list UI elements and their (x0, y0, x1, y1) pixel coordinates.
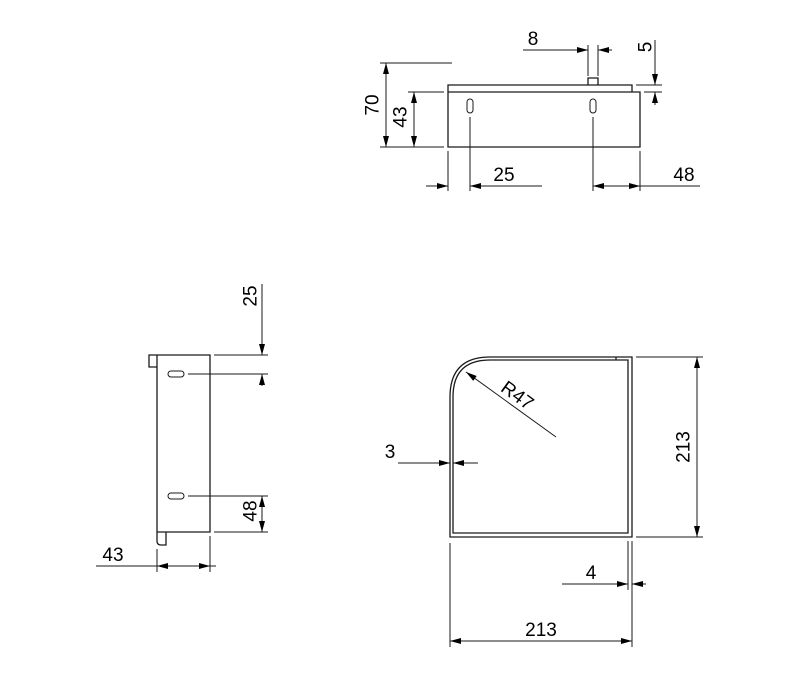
dim-label-tab-width: 8 (528, 29, 539, 50)
dim-front-left-slot-offset: 25 (426, 117, 542, 191)
dim-arrowheads (593, 183, 640, 189)
dim-label-bottom-slot-offset: 48 (241, 500, 262, 521)
dim-lines (426, 117, 542, 191)
dim-front-right-slot-offset: 48 (592, 117, 700, 191)
dim-arrowheads (652, 74, 658, 103)
plan-part-outline-path (449, 356, 633, 538)
dim-arrowheads (259, 496, 265, 532)
side-part-outline-path (148, 354, 211, 546)
dim-arrowheads (439, 460, 464, 466)
dim-label-lip-height: 5 (636, 42, 657, 53)
dim-lines (449, 543, 633, 647)
plan-view-outline (449, 356, 633, 538)
dim-front-total-height: 70 (363, 62, 452, 148)
radius-arrowhead (466, 372, 477, 381)
front-view: 8 5 70 43 (363, 29, 700, 191)
dim-arrowheads (437, 183, 481, 189)
dim-lines (592, 117, 700, 191)
front-slot-right (589, 98, 597, 114)
dim-label-right-slot-offset: 48 (673, 165, 694, 186)
dim-label-left-slot-offset: 25 (493, 165, 514, 186)
front-part-outline-path (447, 77, 641, 148)
dim-front-tab-width: 8 (523, 29, 612, 76)
dim-label-left-wall-thickness: 3 (385, 442, 396, 463)
plan-view: R47 3 4 213 (385, 356, 703, 647)
dim-arrowheads (577, 47, 609, 53)
dim-label-top-slot-offset: 25 (241, 285, 262, 306)
dim-side-top-slot-offset: 25 (188, 284, 268, 386)
dim-lines (380, 62, 452, 148)
dim-lines (636, 356, 703, 538)
dim-side-bottom-slot-offset: 48 (188, 495, 268, 533)
dim-lines (562, 541, 646, 590)
front-view-outline (447, 77, 641, 148)
dim-plan-corner-radius: R47 (465, 371, 557, 438)
drawing-root: 8 5 70 43 (96, 29, 703, 647)
dim-label-right-wall-thickness: 4 (586, 563, 597, 584)
dim-label-total-height: 70 (363, 94, 384, 115)
dim-arrowheads (411, 92, 417, 147)
radius-leader-line (465, 371, 557, 438)
dim-plan-left-wall-thickness: 3 (385, 442, 478, 466)
side-slot-top (167, 370, 185, 378)
dim-plan-width: 213 (449, 543, 633, 647)
side-view: 25 48 43 (96, 284, 268, 572)
dim-label-depth: 43 (102, 545, 123, 566)
dim-plan-height: 213 (636, 356, 703, 538)
front-slot-left (466, 98, 474, 114)
dim-label-body-height: 43 (391, 106, 412, 127)
dim-front-body-height: 43 (391, 91, 444, 147)
dim-side-depth: 43 (96, 536, 216, 572)
dim-front-lip-height: 5 (636, 40, 662, 105)
dim-label-plan-height: 213 (674, 431, 695, 463)
dim-arrowheads (259, 344, 265, 385)
dim-arrowheads (617, 581, 643, 587)
side-slot-bottom (167, 492, 185, 500)
dim-plan-right-wall-thickness: 4 (562, 541, 646, 590)
side-view-outline (148, 354, 211, 546)
dim-arrowheads (157, 563, 210, 569)
dim-label-plan-width: 213 (525, 620, 557, 641)
